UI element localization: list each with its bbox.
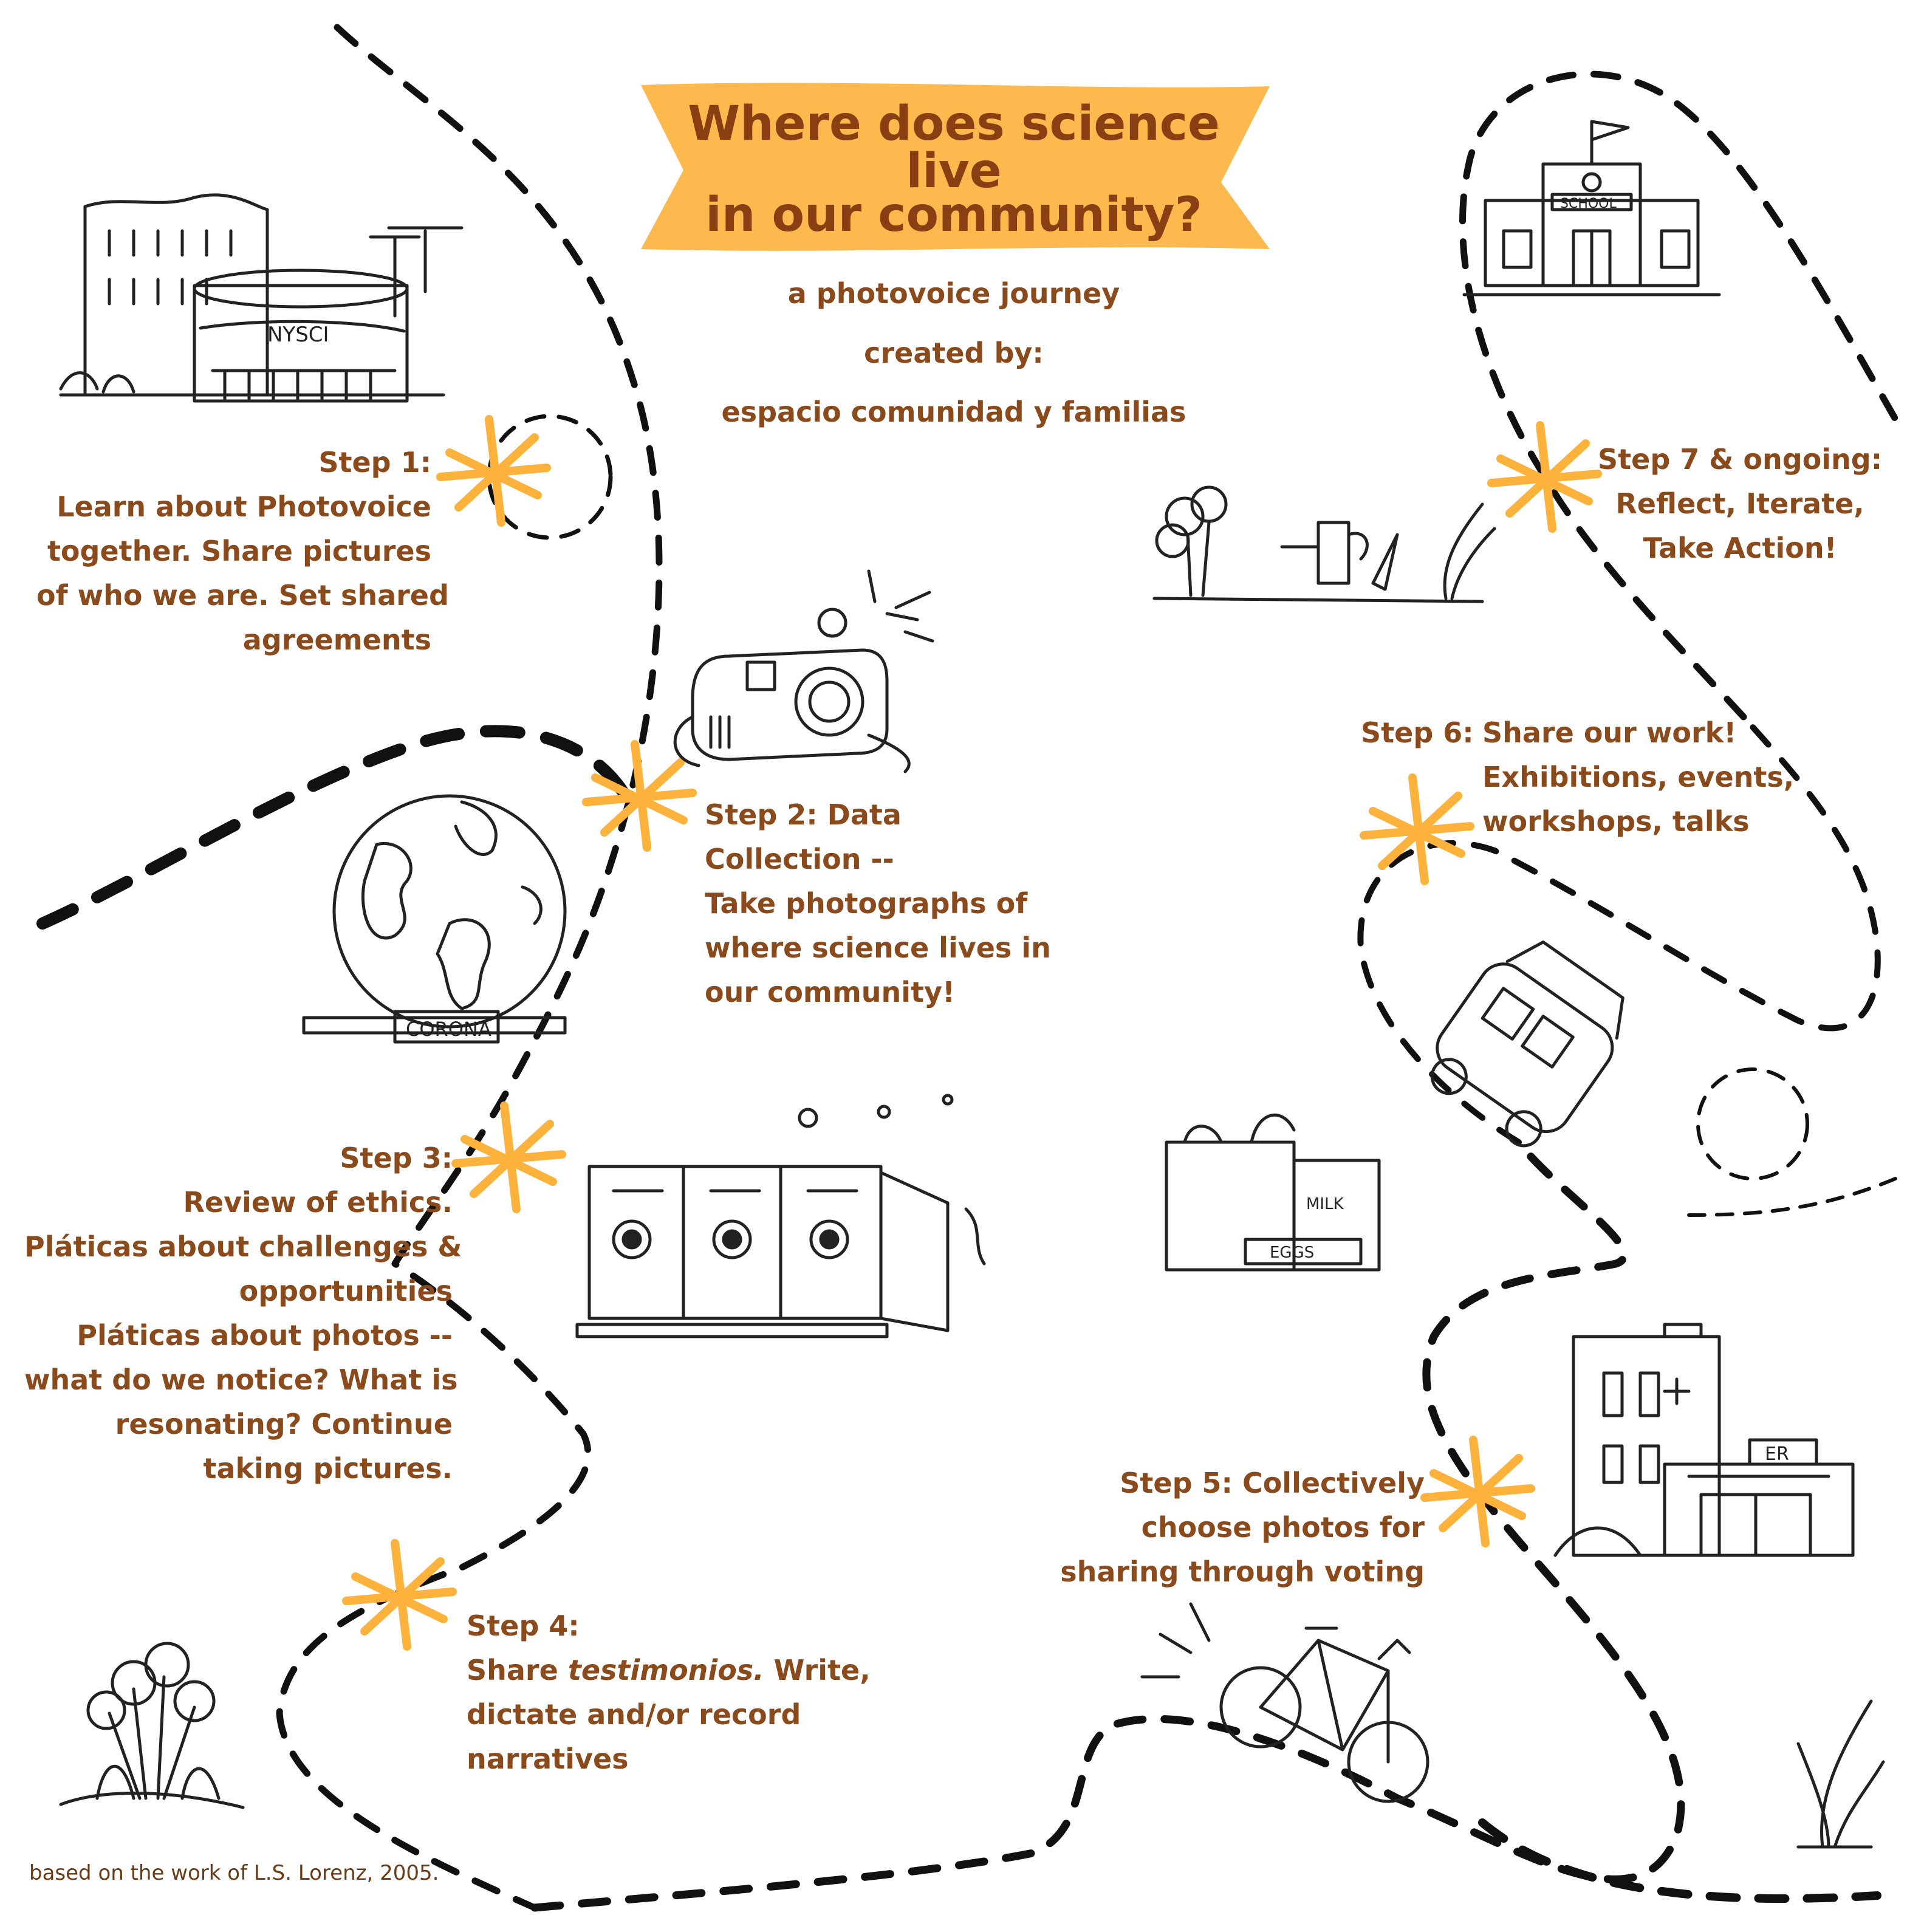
nysci-sign: NYSCI <box>267 323 329 347</box>
step-2-heading: Step 2: Data <box>705 798 902 831</box>
step2-star-icon <box>582 740 697 852</box>
nysci-building-icon: NYSCI <box>59 193 464 403</box>
flowers-icon <box>59 1642 245 1809</box>
globe-icon: CORONA <box>302 794 567 1044</box>
step-4-line-end: Write, <box>764 1654 871 1687</box>
step-6-heading: Step 6: <box>1361 711 1474 755</box>
journey-path-right-lower <box>1357 714 1881 1145</box>
journey-loop-small <box>487 414 613 540</box>
step-3-line: Review of ethics. <box>183 1186 453 1219</box>
step6-star-icon <box>1360 773 1474 885</box>
title-line-2: in our community? <box>705 188 1202 242</box>
step3-star-icon <box>451 1101 566 1213</box>
step-2-line: our community! <box>705 976 956 1009</box>
step-1-line: together. Share pictures <box>47 535 431 567</box>
step-5-line: choose photos for <box>1141 1511 1425 1544</box>
journey-loop-right <box>1696 1067 1809 1180</box>
step-1: Step 1: Learn about Photovoice together.… <box>36 440 449 662</box>
bicycle-icon <box>1140 1602 1429 1803</box>
step-6-heading-text: Step 6: <box>1361 716 1474 749</box>
journey-path-right-upper <box>1459 70 1899 721</box>
step-2: Step 2: Data Collection -- Take photogra… <box>705 793 1051 1015</box>
school-icon: SCHOOL <box>1462 120 1721 296</box>
corona-sign: CORONA <box>406 1018 491 1041</box>
step-1-heading: Step 1: <box>318 446 431 479</box>
hospital-icon: ER <box>1553 1323 1855 1557</box>
step-1-line: Learn about Photovoice <box>56 490 431 523</box>
step-7-heading: Step 7 & ongoing: <box>1598 443 1883 476</box>
step-3-line: opportunities <box>239 1275 453 1307</box>
step-4-heading: Step 4: <box>467 1609 580 1642</box>
subtitle-line-1: a photovoice journey <box>787 277 1120 310</box>
step1-star-icon <box>436 415 551 527</box>
step-3-heading: Step 3: <box>340 1142 453 1174</box>
step-2-line: where science lives in <box>705 931 1051 964</box>
step-5-heading: Step 5: Collectively <box>1120 1467 1425 1499</box>
step-6-line: workshops, talks <box>1482 805 1750 838</box>
milk-label: MILK <box>1306 1195 1344 1213</box>
journey-loop-globe <box>36 725 638 930</box>
title-banner <box>641 83 1270 251</box>
garden-icon <box>1152 485 1496 603</box>
sprout-icon <box>1796 1699 1885 1849</box>
step-4-line: narratives <box>467 1742 629 1775</box>
subtitle-line-3: espacio comunidad y familias <box>721 396 1186 428</box>
step-1-line: agreements <box>242 623 431 656</box>
step-3-line: Pláticas about challenges & <box>24 1230 462 1263</box>
camera-icon <box>673 569 934 773</box>
step4-star-icon <box>342 1539 457 1651</box>
subtitle-line-2: created by: <box>864 337 1044 369</box>
step-4-line-start: Share <box>467 1654 568 1687</box>
step-4-line: Share testimonios. Write, <box>467 1648 871 1693</box>
er-sign: ER <box>1765 1444 1789 1465</box>
step-2-line: Take photographs of <box>705 887 1028 920</box>
title-line-1: Where does science live <box>688 97 1220 199</box>
citation-footer: based on the work of L.S. Lorenz, 2005. <box>29 1861 439 1885</box>
step-3-line: Pláticas about photos -- <box>77 1319 453 1352</box>
step-3: Step 3: Review of ethics. Pláticas about… <box>24 1136 462 1491</box>
car-icon <box>1430 940 1624 1148</box>
step-5: Step 5: Collectively choose photos for s… <box>1027 1461 1425 1594</box>
step-3-line: what do we notice? What is <box>24 1363 458 1396</box>
step5-star-icon <box>1420 1436 1535 1547</box>
step-7: Step 7 & ongoing: Reflect, Iterate, Take… <box>1598 437 1882 570</box>
eggs-label: EGGS <box>1270 1244 1314 1262</box>
step-4: Step 4: Share testimonios. Write, dictat… <box>467 1604 871 1781</box>
step-6: Share our work! Exhibitions, events, wor… <box>1482 711 1794 844</box>
step-3-line: taking pictures. <box>203 1452 453 1485</box>
step-4-emphasis: testimonios. <box>567 1654 764 1687</box>
step-7-line: Take Action! <box>1643 532 1837 564</box>
step-4-line: dictate and/or record <box>467 1698 801 1731</box>
step-1-line: of who we are. Set shared <box>36 579 449 612</box>
journey-path-bottom <box>530 1138 1685 1912</box>
step-6-line: Share our work! <box>1482 716 1737 749</box>
step-2-line: Collection -- <box>705 843 894 875</box>
step-3-line: resonating? Continue <box>115 1408 453 1440</box>
grocery-bag-icon: MILK EGGS <box>1165 1113 1381 1272</box>
step-7-line: Reflect, Iterate, <box>1615 487 1864 520</box>
school-sign: SCHOOL <box>1560 196 1617 211</box>
step-6-line: Exhibitions, events, <box>1482 761 1795 793</box>
step7-star-icon <box>1487 421 1602 533</box>
step-5-line: sharing through voting <box>1060 1555 1425 1588</box>
laundromat-icon <box>575 1094 986 1338</box>
journey-path <box>276 24 663 1911</box>
